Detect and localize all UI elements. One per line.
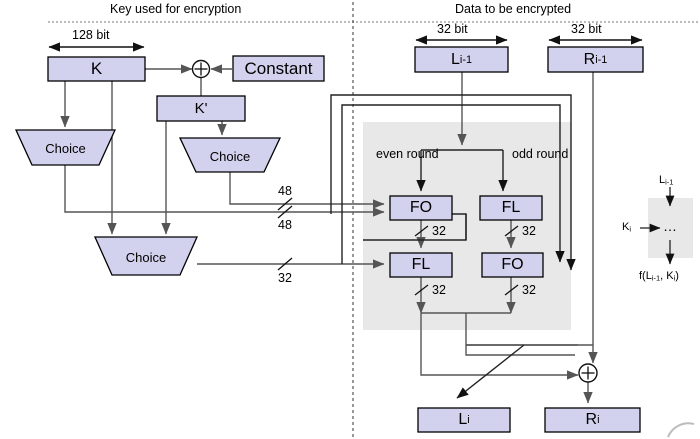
label-32-bit-right: 32 bit (571, 22, 602, 36)
output-routing (420, 313, 593, 399)
trapezoid-choice-1 (14, 129, 117, 166)
label-128-bit: 128 bit (72, 28, 110, 42)
title-data-side: Data to be encrypted (455, 2, 572, 16)
trapezoid-choice-3 (93, 236, 199, 276)
box-fl-even-bottom (389, 252, 453, 278)
label-odd-round: odd round (512, 147, 569, 161)
trapezoid-choice-2 (178, 137, 282, 173)
label-bus-48-top: 48 (278, 184, 292, 198)
legend-output-sub2: i (673, 273, 676, 283)
label-bus-32-d: 32 (522, 283, 536, 297)
internal-bus-slashes (414, 225, 519, 296)
legend-output-sub1: i-1 (651, 273, 661, 283)
legend-input-sub: i-1 (665, 177, 674, 187)
legend-output-label: f(Li-1, Ki) (639, 270, 679, 283)
box-constant (232, 55, 325, 82)
box-r-prev (547, 46, 644, 73)
section-dividers (48, 2, 700, 437)
gray-round-region (363, 122, 571, 330)
bus-slash-marks (277, 197, 293, 271)
label-even-round: even round (376, 147, 439, 161)
legend-key-label: Ki (622, 221, 631, 234)
legend-input-text: L (659, 174, 666, 186)
legend-output-mid: , K (660, 270, 674, 282)
key-boxes (14, 55, 325, 276)
legend-key-text: K (622, 221, 630, 233)
legend-output-text: f(L (639, 270, 652, 282)
label-bus-32-c: 32 (432, 283, 446, 297)
legend-output-end: ) (675, 270, 679, 282)
label-32-bit-left: 32 bit (437, 22, 468, 36)
xor-gate-key (191, 59, 211, 79)
xor-gate-data (578, 363, 598, 383)
legend-ellipsis: … (663, 218, 677, 234)
corner-arc-artifact (667, 422, 695, 438)
key-side-wires (60, 64, 385, 269)
label-bus-48-bottom: 48 (278, 218, 292, 232)
feedback-routing (330, 94, 576, 271)
label-bus-32-a: 32 (432, 224, 446, 238)
legend-key-sub: i (629, 224, 632, 234)
box-fo-even-top (389, 195, 453, 221)
legend-arrows (640, 187, 675, 265)
box-l-prev (414, 46, 509, 73)
title-key-side: Key used for encryption (110, 2, 242, 16)
box-r-out (544, 407, 641, 433)
data-boxes (389, 46, 644, 433)
box-fo-odd-bottom (481, 252, 544, 278)
box-fl-odd-top (479, 195, 543, 221)
data-side-wires (363, 72, 598, 404)
box-k-prime (156, 95, 246, 122)
box-l-out (417, 407, 511, 433)
box-k (47, 56, 146, 82)
legend-input-label: Li-1 (659, 174, 673, 187)
label-bus-32-key: 32 (278, 271, 292, 285)
label-bus-32-b: 32 (522, 224, 536, 238)
